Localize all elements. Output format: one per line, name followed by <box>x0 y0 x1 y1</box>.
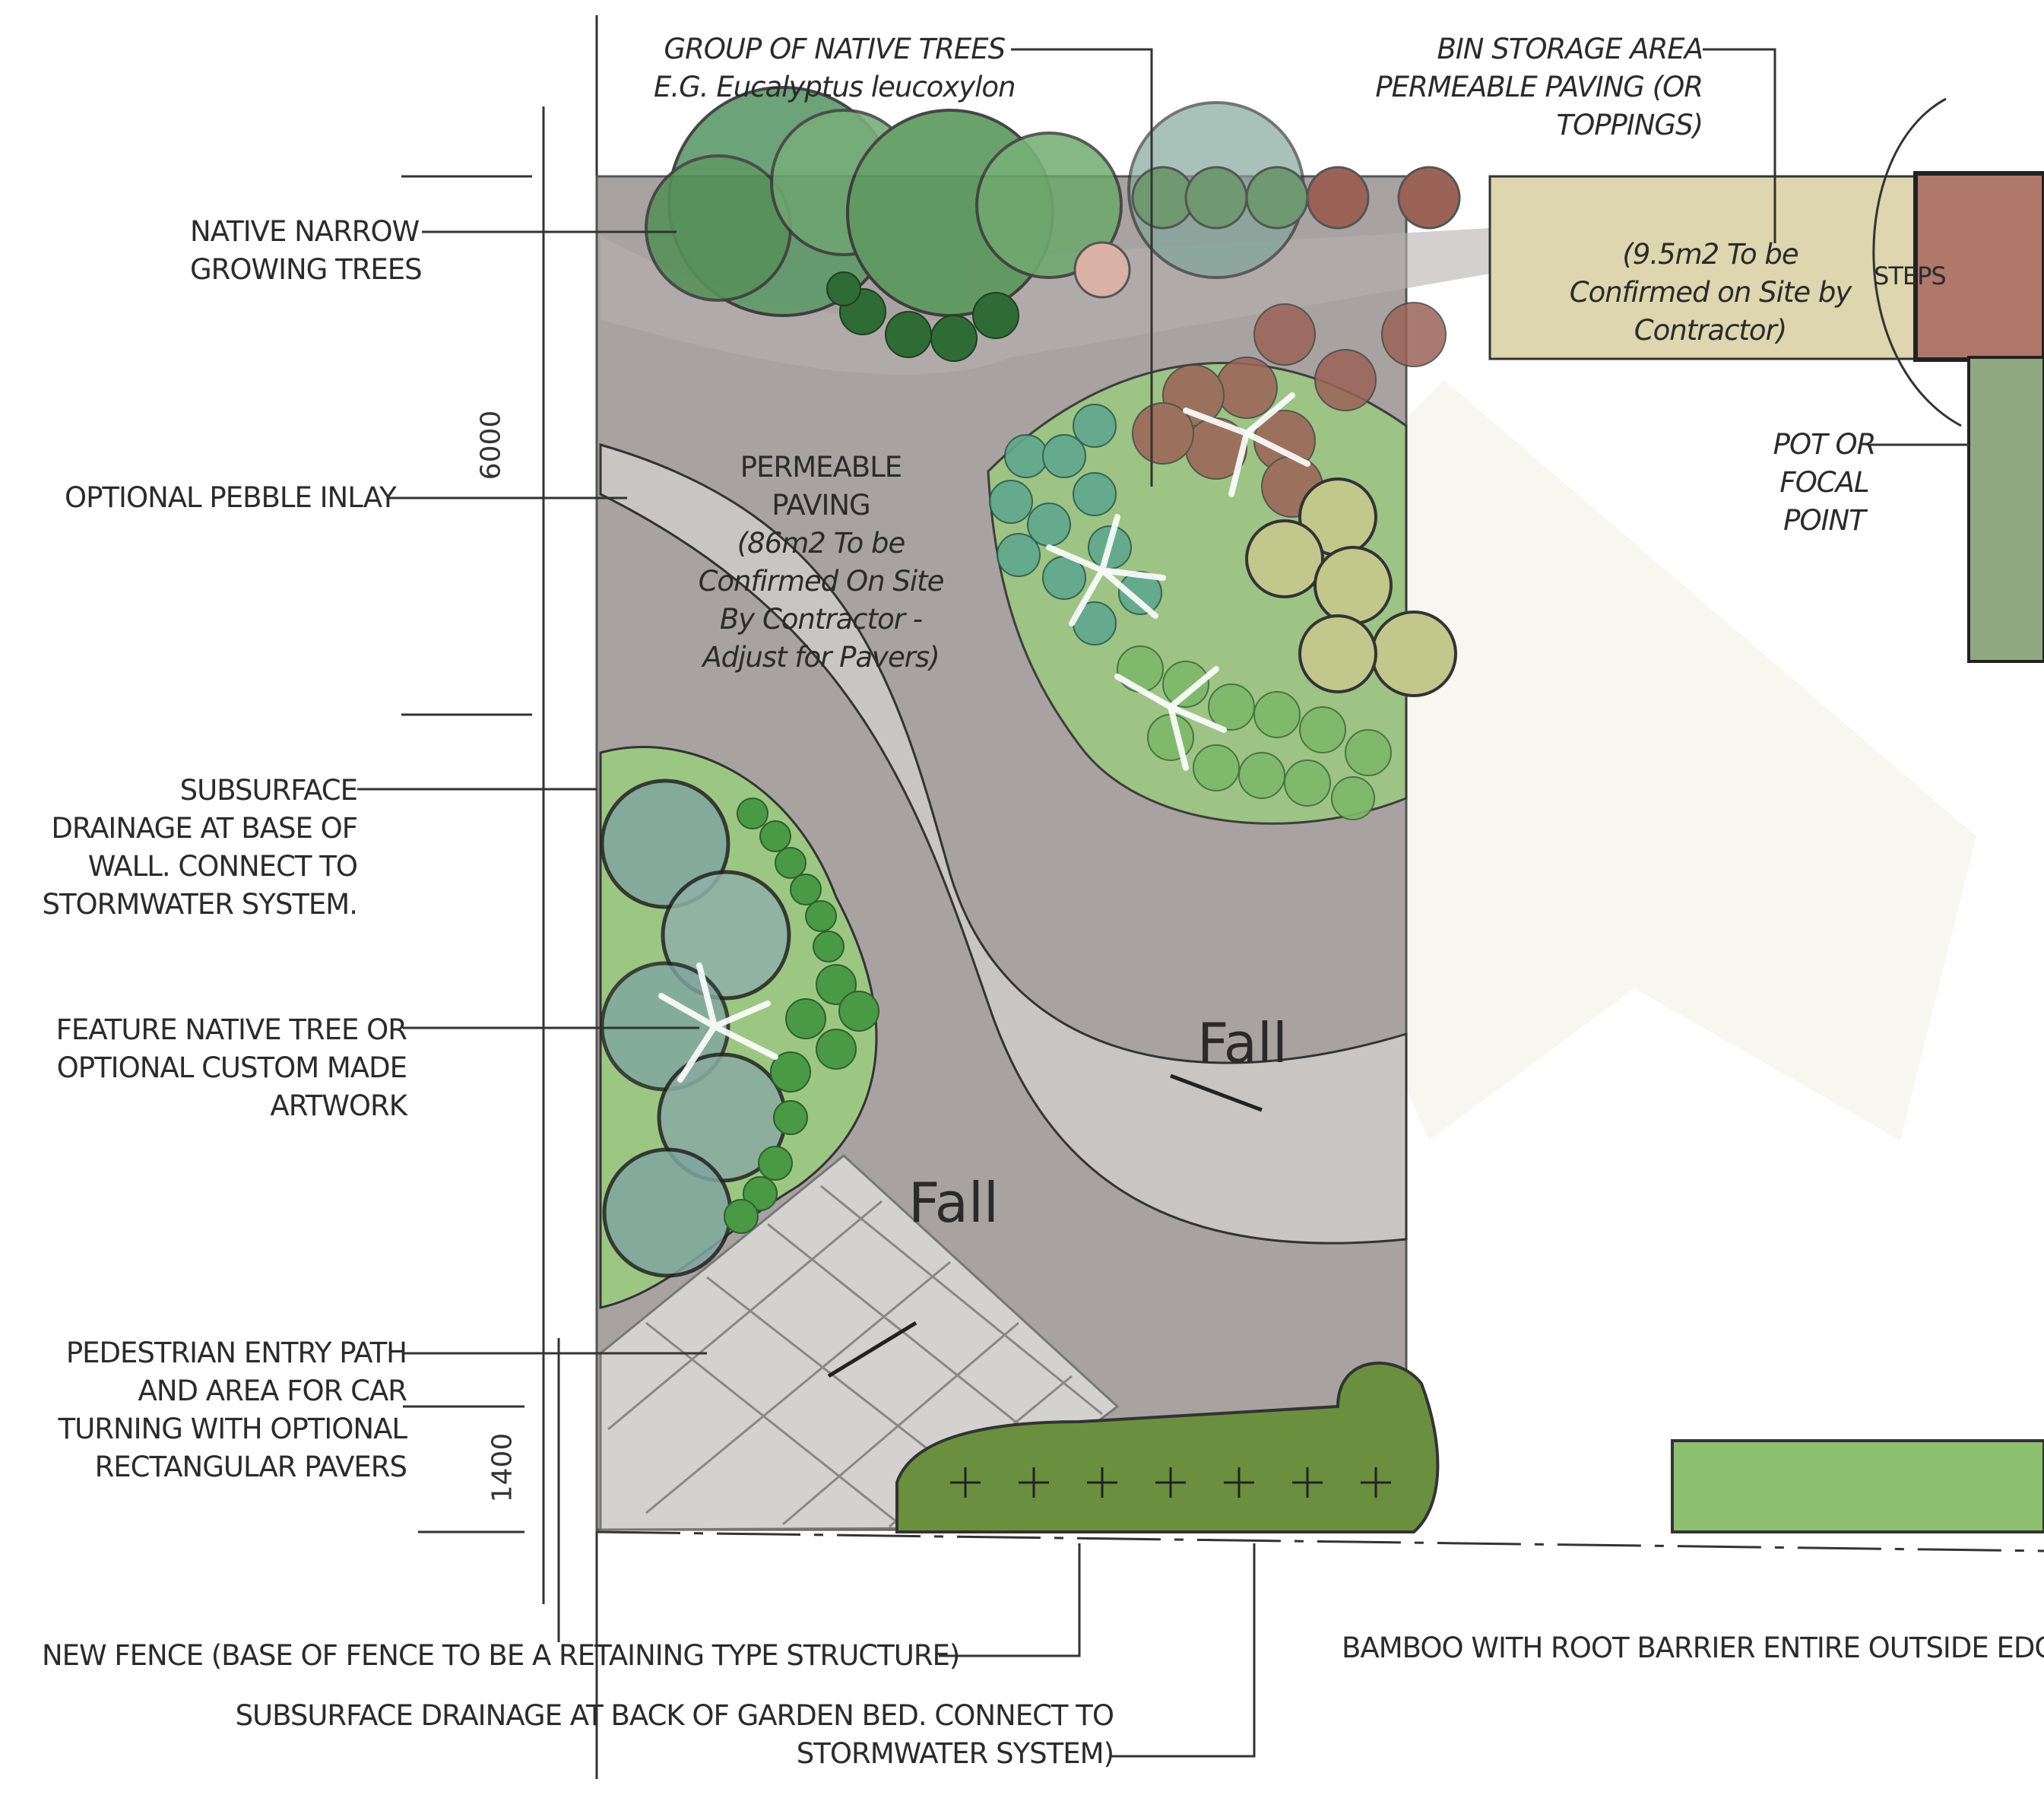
pot-line-1: POT OR <box>1773 428 1877 461</box>
fall-label-right: Fall <box>1197 1011 1288 1075</box>
subsurface-wall-line-2: DRAINAGE AT BASE OF <box>51 812 358 845</box>
feature-tree-line-1: FEATURE NATIVE TREE OR <box>55 1013 407 1046</box>
native-narrow-label: NATIVE NARROW GROWING TREES <box>190 213 423 289</box>
subsurface-bed-label: SUBSURFACE DRAINAGE AT BACK OF GARDEN BE… <box>152 1697 1114 1773</box>
bamboo-strip <box>1671 1439 2044 1533</box>
bin-area-label: (9.5m2 To be Confirmed on Site by Contra… <box>1543 236 1878 350</box>
pedestrian-line-4: RECTANGULAR PAVERS <box>94 1451 407 1483</box>
bin-storage-line-2: PERMEABLE PAVING (OR <box>1375 71 1703 103</box>
feature-tree-line-2: OPTIONAL CUSTOM MADE <box>56 1051 407 1084</box>
bin-area-line-3: Contractor) <box>1634 314 1787 347</box>
top-right-shrubs <box>1073 166 1461 299</box>
paving-line-6: Adjust for Pavers) <box>702 641 940 674</box>
paving-line-1: PERMEABLE <box>740 451 902 484</box>
fall-arrow-right <box>1170 1074 1263 1112</box>
fall-label-left: Fall <box>908 1171 999 1235</box>
pedestrian-line-2: AND AREA FOR CAR <box>138 1375 407 1407</box>
paving-line-2: PAVING <box>772 489 870 522</box>
dimension-6000: 6000 <box>475 410 507 480</box>
right-bed-green-shrubs <box>1117 645 1392 820</box>
right-bed-red-shrubs <box>1132 302 1447 518</box>
bamboo-label: BAMBOO WITH ROOT BARRIER ENTIRE OUTSIDE … <box>1342 1632 2044 1664</box>
bottom-hedge <box>895 1362 1440 1533</box>
driveway <box>601 228 1490 375</box>
pedestrian-label: PEDESTRIAN ENTRY PATH AND AREA FOR CAR T… <box>30 1334 407 1486</box>
feature-tree-label: FEATURE NATIVE TREE OR OPTIONAL CUSTOM M… <box>30 1011 407 1125</box>
left-bed-shrubs <box>724 798 879 1234</box>
bin-storage-line-1: BIN STORAGE AREA <box>1437 33 1703 65</box>
native-trees-line-2: E.G. Eucalyptus leucoxylon <box>654 71 1016 103</box>
bin-storage-area <box>1488 175 1917 360</box>
paving-line-4: Confirmed On Site <box>698 565 945 598</box>
top-dark-shrubs <box>826 271 1019 362</box>
subsurface-wall-line-3: WALL. CONNECT TO <box>87 850 358 883</box>
subsurface-wall-line-4: STORMWATER SYSTEM. <box>42 888 358 921</box>
paving-label: PERMEABLE PAVING (86m2 To be Confirmed O… <box>669 449 973 677</box>
building-edge <box>1967 356 2044 663</box>
bin-storage-label: BIN STORAGE AREA PERMEABLE PAVING (OR TO… <box>1353 30 1703 144</box>
native-trees-label: GROUP OF NATIVE TREES E.G. Eucalyptus le… <box>654 30 1016 106</box>
subsurface-wall-label: SUBSURFACE DRAINAGE AT BASE OF WALL. CON… <box>30 772 358 924</box>
native-narrow-line-2: GROWING TREES <box>190 253 423 286</box>
pebble-inlay-label: OPTIONAL PEBBLE INLAY <box>65 481 397 514</box>
bin-storage-line-3: TOPPINGS) <box>1556 109 1703 141</box>
left-bed-trees <box>600 779 791 1278</box>
paving-line-5: By Contractor - <box>719 603 923 636</box>
subsurface-bed-line-1: SUBSURFACE DRAINAGE AT BACK OF GARDEN BE… <box>235 1699 1114 1732</box>
curved-path <box>599 443 1408 1245</box>
fall-arrow-left <box>827 1321 917 1378</box>
native-narrow-line-1: NATIVE NARROW <box>190 215 420 248</box>
steps-area <box>1913 171 2044 362</box>
pot-line-3: POINT <box>1783 504 1866 537</box>
pot-label: POT OR FOCAL POINT <box>1748 426 1900 540</box>
pot-line-2: FOCAL <box>1779 466 1869 499</box>
subsurface-wall-line-1: SUBSURFACE <box>179 774 358 807</box>
new-fence-label: NEW FENCE (BASE OF FENCE TO BE A RETAINI… <box>42 1639 960 1672</box>
subsurface-bed-line-2: STORMWATER SYSTEM) <box>796 1737 1114 1770</box>
native-trees-line-1: GROUP OF NATIVE TREES <box>664 33 1006 65</box>
hedge-crosses <box>950 1467 1391 1498</box>
paving-line-3: (86m2 To be <box>737 527 906 560</box>
leader-lines <box>357 48 1969 1758</box>
feature-tree-line-3: ARTWORK <box>270 1089 407 1122</box>
dimension-1400: 1400 <box>486 1432 518 1503</box>
steps-label: STEPS <box>1874 262 1947 290</box>
pedestrian-line-1: PEDESTRIAN ENTRY PATH <box>65 1337 407 1369</box>
bin-area-line-1: (9.5m2 To be <box>1622 238 1798 271</box>
feature-tree-star <box>658 963 778 1083</box>
right-bed-stars <box>1046 392 1310 771</box>
paver-lines <box>607 1185 1103 1530</box>
bin-area-line-2: Confirmed on Site by <box>1569 276 1852 309</box>
door-swing <box>1872 97 1962 427</box>
watermark <box>1003 380 1976 1140</box>
pedestrian-line-3: TURNING WITH OPTIONAL <box>58 1413 407 1445</box>
right-bed-tan-shrubs <box>1245 477 1457 697</box>
